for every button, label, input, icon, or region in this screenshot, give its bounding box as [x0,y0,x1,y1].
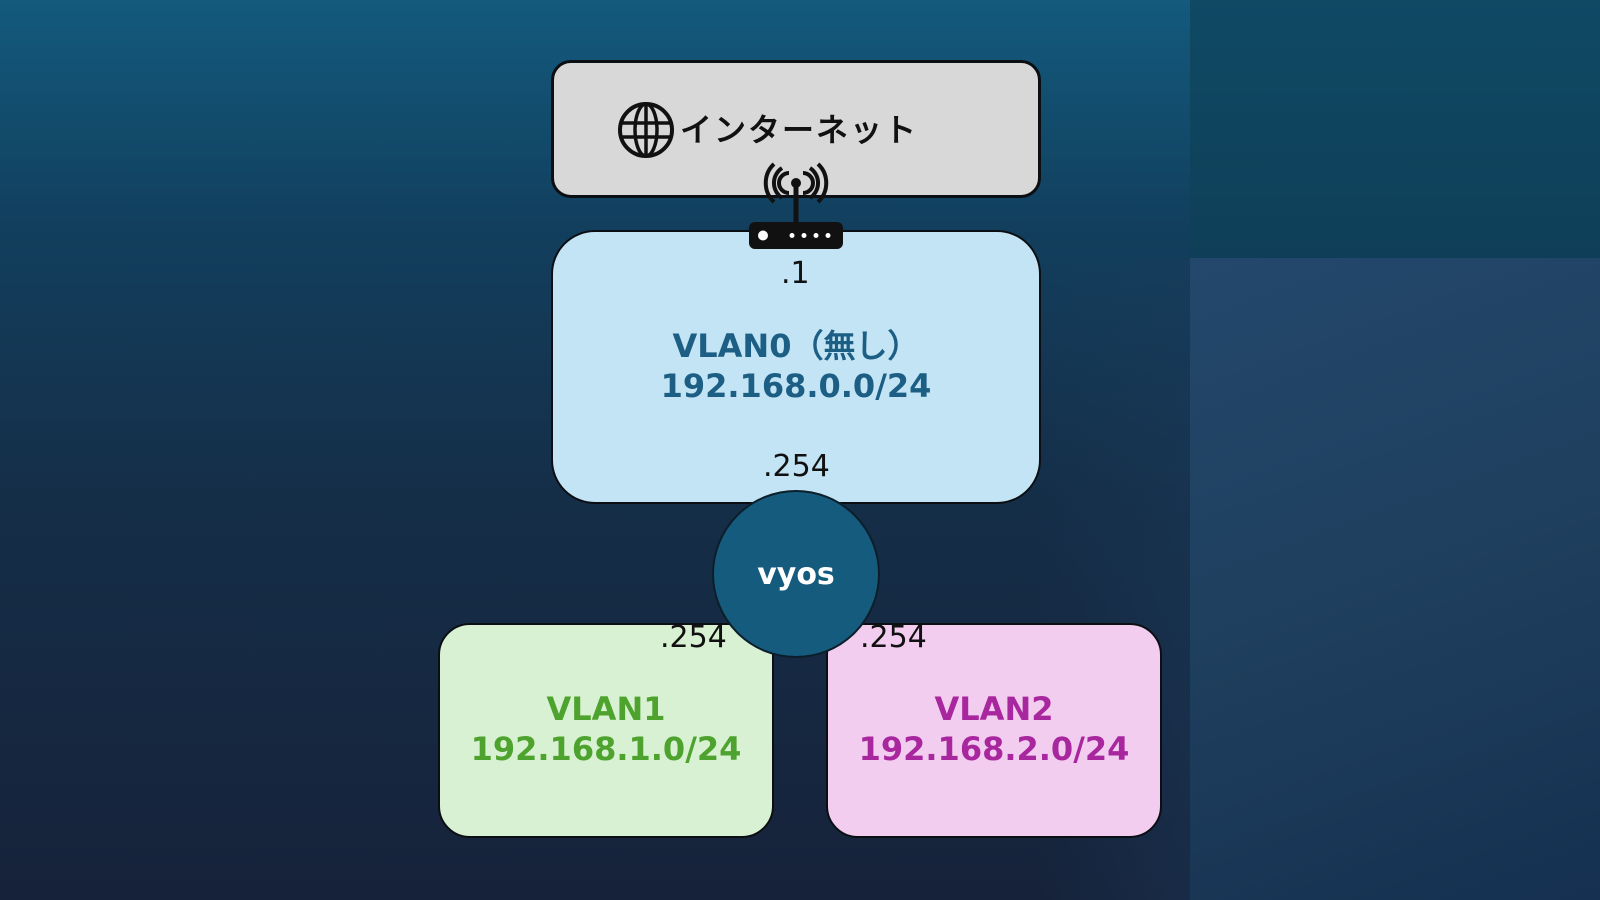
background-panel-bottom-right [1190,258,1600,900]
router-address: .1 [781,256,810,291]
vlan1-node: VLAN1 192.168.1.0/24 [438,623,774,838]
vlan1-name: VLAN1 [546,690,666,728]
vlan2-subnet: 192.168.2.0/24 [858,730,1130,768]
background-panel-top-right [1190,0,1600,258]
vlan0-gateway-address: .254 [763,449,830,484]
vyos-label: vyos [757,556,835,592]
internet-label: インターネット [680,111,919,149]
vlan2-gateway-address: .254 [860,620,927,655]
vyos-router-node: vyos [712,490,880,658]
vlan2-node: VLAN2 192.168.2.0/24 [826,623,1162,838]
vlan2-name: VLAN2 [934,690,1054,728]
globe-icon [618,102,674,158]
wifi-router-icon [749,162,843,249]
vlan1-gateway-address: .254 [660,620,727,655]
internet-node: インターネット [551,60,1041,198]
vlan0-subnet: 192.168.0.0/24 [660,367,932,405]
vlan0-name: VLAN0（無し） [672,327,920,365]
vlan1-subnet: 192.168.1.0/24 [470,730,742,768]
